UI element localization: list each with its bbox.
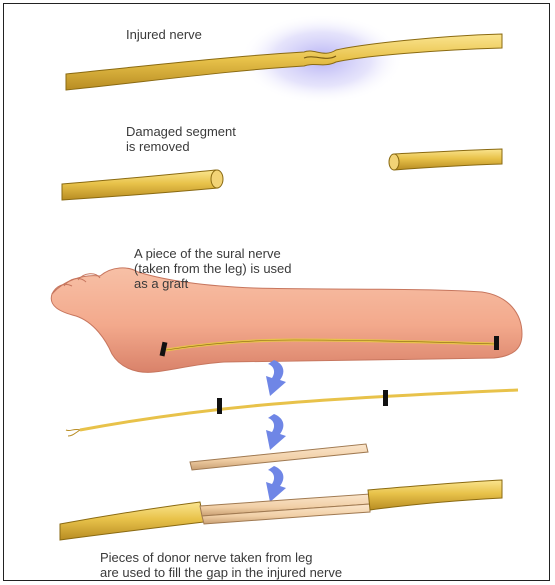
graft-piece	[190, 444, 368, 470]
label-damaged-segment-line1: Damaged segment	[126, 124, 236, 139]
label-sural-graft-line3: as a graft	[134, 276, 292, 291]
arrow-3	[266, 466, 286, 502]
harvested-sural-nerve	[80, 390, 518, 430]
label-injured-nerve-text: Injured nerve	[126, 27, 202, 42]
incision-mark-right	[494, 336, 499, 350]
repaired-nerve-left	[60, 502, 204, 540]
label-sural-graft: A piece of the sural nerve (taken from t…	[134, 246, 292, 291]
label-damaged-segment: Damaged segment is removed	[126, 124, 236, 154]
label-sural-graft-line1: A piece of the sural nerve	[134, 246, 292, 261]
repaired-nerve-right	[368, 480, 502, 510]
caption-line1: Pieces of donor nerve taken from leg	[100, 550, 342, 565]
cut-mark-left	[217, 398, 222, 414]
label-damaged-segment-line2: is removed	[126, 139, 236, 154]
nerve-stump-right	[394, 149, 502, 170]
caption: Pieces of donor nerve taken from leg are…	[100, 550, 342, 580]
harvested-nerve-frayed-end	[66, 429, 80, 436]
label-sural-graft-line2: (taken from the leg) is used	[134, 261, 292, 276]
label-injured-nerve: Injured nerve	[126, 27, 202, 42]
stump-right-end	[389, 154, 399, 170]
arrow-2	[266, 414, 286, 450]
stump-left-end	[211, 170, 223, 188]
diagram-frame: Injured nerve Damaged segment is removed…	[3, 3, 550, 581]
cut-mark-right	[383, 390, 388, 406]
caption-line2: are used to fill the gap in the injured …	[100, 565, 342, 580]
nerve-graft-illustration	[4, 4, 550, 581]
arrow-1	[266, 360, 286, 396]
nerve-stump-left	[62, 170, 218, 200]
